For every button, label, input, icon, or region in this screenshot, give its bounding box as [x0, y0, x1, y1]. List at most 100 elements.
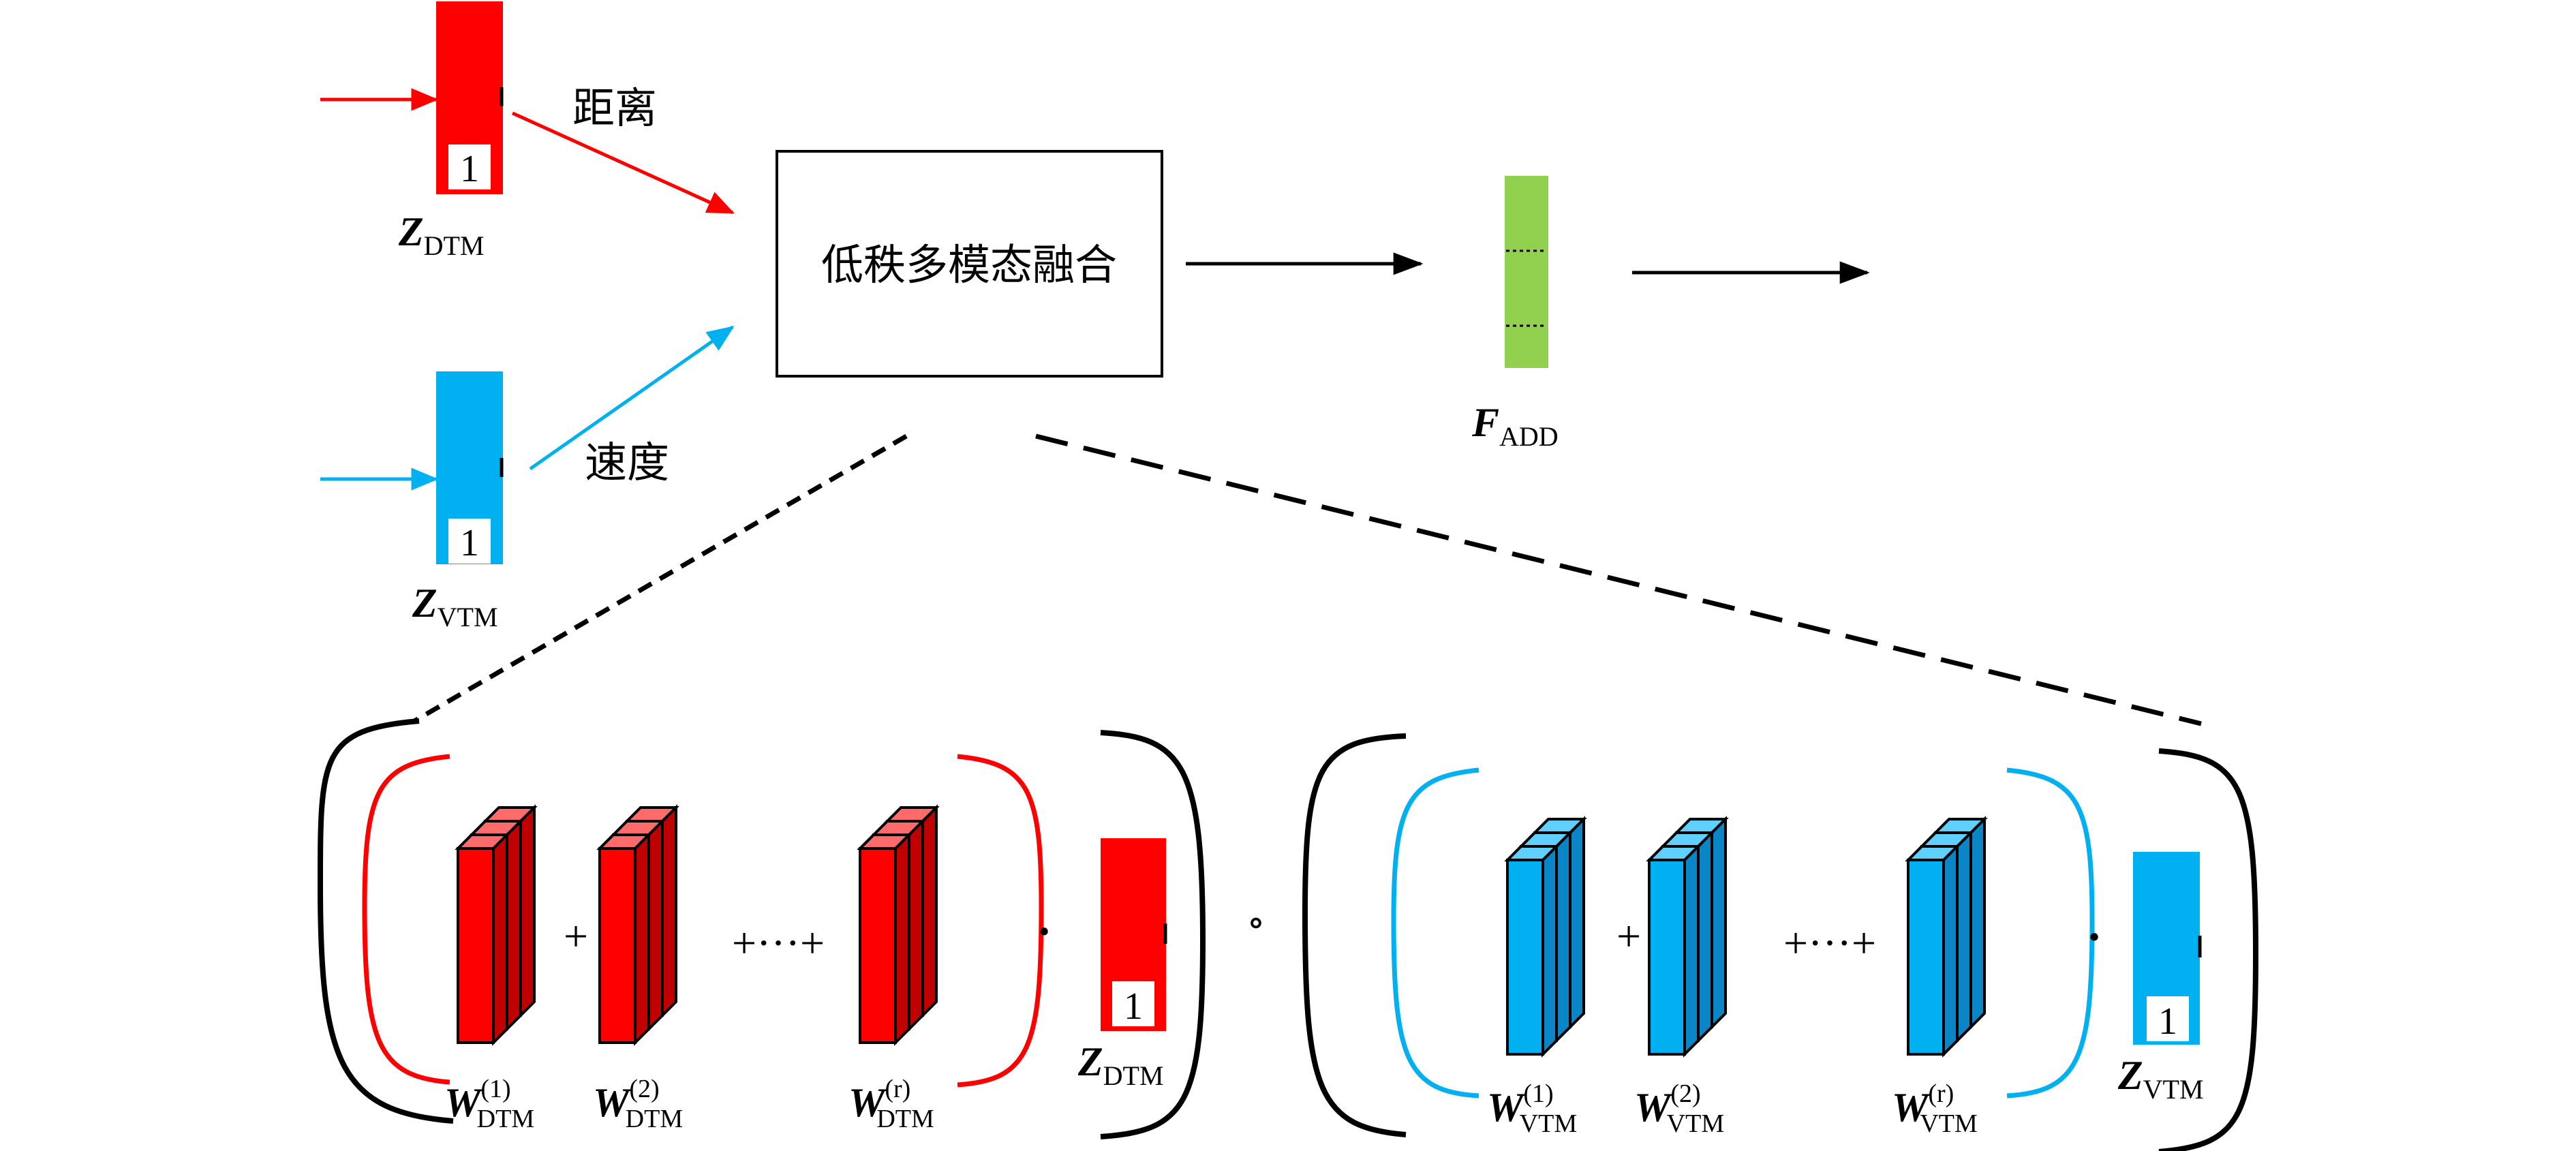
dtm-weight-label-1-sub: DTM	[477, 1105, 534, 1133]
dtm-weight-tensor-2-slice-side	[661, 804, 677, 1019]
dtm-weight-tensor-2	[596, 804, 679, 1046]
dtm-weight-tensor-2-slice-side	[634, 831, 650, 1046]
vtm-weight-tensor-3	[1905, 816, 1988, 1058]
zoom-line-right	[1035, 433, 2202, 726]
dtm-weight-tensor-1-slice-front	[457, 847, 495, 1044]
vtm-symbol-label: ZVTM	[412, 581, 498, 632]
dtm-expansion-vector: 1 ZDTM	[1077, 838, 1167, 1091]
dtm-weight-label-1-symbol: W	[444, 1080, 483, 1125]
dtm-weight-tensor-3-slice-front	[859, 847, 897, 1044]
vtm-inner-bracket-left	[1391, 767, 1479, 1099]
dtm-weight-tensor-1-slice-side	[519, 804, 536, 1019]
hadamard-product: ∘	[1246, 902, 1265, 944]
fusion-box: 低秩多模态融合	[776, 150, 1163, 378]
dtm-weight-tensor-3	[857, 804, 940, 1046]
vtm-weight-tensor-2-slice-front	[1648, 859, 1686, 1056]
dtm-weight-label-3-symbol: W	[848, 1080, 887, 1125]
dtm-plus: +	[564, 912, 588, 960]
vtm-weight-tensor-3-slice-side	[1942, 843, 1959, 1058]
dtm-index-label: 1	[460, 148, 479, 190]
dtm-weight-tensor-2-slice-front	[598, 847, 637, 1044]
vtm-dot: ·	[2086, 911, 2102, 964]
vtm-ellipsis-plus: +···+	[1783, 919, 1876, 967]
dtm-inner-bracket-left	[362, 754, 450, 1085]
dtm-outer-paren-right	[1100, 730, 1206, 1139]
dtm-weight-tensor-1	[455, 804, 538, 1046]
fusion-box-label: 低秩多模态融合	[821, 240, 1117, 290]
dtm-weight-tensor-3-slice-side	[894, 831, 910, 1046]
vtm-weight-tensor-2-slice-side	[1711, 816, 1727, 1030]
vtm-weight-label-2-sub: VTM	[1667, 1109, 1724, 1138]
dtm-weight-label-2: W(2)DTM	[593, 1075, 683, 1133]
dtm-weight-label-1-sup: (1)	[480, 1075, 510, 1103]
distance-label: 距离	[572, 83, 657, 133]
dtm-expansion-vector-label: ZDTM	[1077, 1039, 1164, 1091]
vtm-weight-tensor-1-slice-side	[1569, 816, 1585, 1030]
dtm-weight-label-2-sup: (2)	[629, 1075, 659, 1103]
dtm-weight-tensor-3-slice-side	[921, 804, 938, 1019]
distance-edge	[511, 111, 735, 215]
vtm-weight-tensor-1-slice-front	[1506, 859, 1544, 1056]
dtm-outer-paren-left	[317, 718, 454, 1124]
dtm-weight-tensor-3-slice-side	[908, 818, 924, 1032]
vtm-weight-tensor-1-slice-side	[1542, 843, 1558, 1058]
vtm-weight-tensor-2	[1646, 816, 1729, 1058]
fused-output-label: FADD	[1471, 400, 1559, 452]
vtm-expansion-index-box	[2147, 996, 2189, 1041]
vtm-weight-tensor-1-slice-side	[1555, 829, 1571, 1044]
vtm-weight-label-2-symbol: W	[1634, 1085, 1673, 1130]
dtm-inner-bracket-right	[957, 754, 1044, 1088]
vtm-outer-paren-left	[1302, 733, 1407, 1137]
vtm-outer-paren-right	[2158, 748, 2259, 1151]
dtm-weight-label-1: W(1)DTM	[444, 1075, 534, 1133]
vtm-index-box	[448, 519, 491, 564]
dtm-weight-label-3-sub: DTM	[876, 1105, 934, 1133]
vtm-expansion-vector-label: ZVTM	[2117, 1053, 2204, 1105]
dtm-weight-label-2-symbol: W	[593, 1080, 632, 1125]
vtm-weight-label-2-sup: (2)	[1670, 1079, 1700, 1108]
dtm-weight-tensor-1-slice-side	[506, 818, 522, 1032]
vtm-expansion-index-label: 1	[2158, 1000, 2177, 1043]
fused-vector	[1505, 176, 1548, 368]
dtm-expansion-index-box	[1112, 981, 1154, 1026]
dtm-expansion-index-label: 1	[1124, 985, 1143, 1028]
fused-output: FADD	[1471, 176, 1559, 452]
vtm-weight-tensor-3-slice-side	[1956, 829, 1972, 1044]
dtm-weight-tensor-1-slice-side	[492, 831, 508, 1046]
vtm-weight-label-1-sub: VTM	[1520, 1109, 1577, 1138]
vtm-index-label: 1	[460, 522, 479, 564]
vtm-weight-tensors	[1504, 816, 1988, 1058]
vtm-weight-label-1-symbol: W	[1487, 1085, 1526, 1130]
dtm-symbol-label: ZDTM	[398, 209, 485, 261]
speed-label: 速度	[585, 438, 669, 487]
vtm-weight-label-3-sup: (r)	[1928, 1079, 1954, 1108]
speed-edge	[529, 325, 735, 471]
vtm-weight-label-3-sub: VTM	[1920, 1109, 1977, 1138]
vtm-weight-label-3-symbol: W	[1892, 1085, 1931, 1130]
dtm-index-box	[448, 144, 491, 189]
dtm-weight-tensor-2-slice-side	[647, 818, 664, 1032]
zoom-line-left	[413, 433, 908, 724]
vtm-weight-label-1-sup: (1)	[1523, 1079, 1553, 1108]
vtm-weight-tensor-1	[1504, 816, 1587, 1058]
vtm-weight-tensor-3-slice-front	[1907, 859, 1945, 1056]
fusion-box-frame	[776, 150, 1163, 378]
dtm-weight-tensors	[455, 804, 940, 1046]
vtm-weight-label-3: W(r)VTM	[1892, 1079, 1978, 1138]
vtm-weight-tensor-3-slice-side	[1969, 816, 1986, 1030]
dtm-ellipsis-plus: +···+	[732, 919, 825, 967]
vtm-input: 1 ZVTM	[320, 371, 504, 632]
vtm-inner-bracket-right	[2006, 767, 2095, 1099]
dtm-input: 1 ZDTM	[320, 1, 504, 261]
dtm-weight-label-3: W(r)DTM	[848, 1075, 934, 1133]
vtm-weight-tensor-2-slice-side	[1697, 829, 1713, 1044]
vtm-weight-tensor-2-slice-side	[1683, 843, 1700, 1058]
dtm-dot: ·	[1036, 906, 1052, 958]
dtm-weight-label-2-sub: DTM	[626, 1105, 683, 1133]
vtm-expansion-vector: 1 ZVTM	[2117, 852, 2204, 1105]
vtm-weight-label-2: W(2)VTM	[1634, 1079, 1724, 1138]
vtm-plus: +	[1616, 912, 1641, 960]
dtm-weight-label-3-sup: (r)	[885, 1075, 910, 1103]
